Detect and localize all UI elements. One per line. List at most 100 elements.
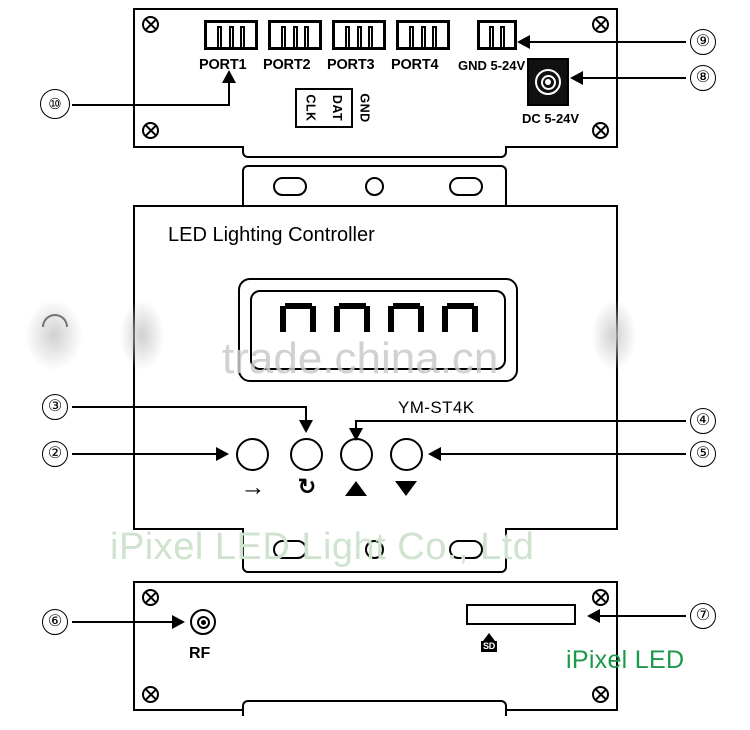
callout-7-arrowhead (587, 609, 600, 623)
callout-8-leader (580, 77, 686, 80)
segment-b (472, 306, 478, 332)
segment-a (393, 303, 420, 309)
callout-4-leader-horizontal (356, 420, 686, 423)
bracket-mount-slot-right (449, 177, 483, 196)
callout-10-arrowhead (222, 70, 236, 83)
dc-jack-center-pin (545, 79, 551, 85)
callout-2-leader (72, 453, 216, 456)
port-pin (240, 26, 246, 47)
callout-2-arrowhead (216, 447, 229, 461)
callout-10[interactable]: ⑩ (40, 89, 70, 119)
screw-hole-icon (142, 16, 159, 33)
callout-3-arrowhead (299, 420, 313, 433)
dc-jack-ring-inner (540, 74, 556, 90)
callout-6[interactable]: ⑥ (42, 609, 68, 635)
screw-hole-icon (592, 122, 609, 139)
port-pin (489, 26, 494, 47)
connector-port4[interactable] (396, 20, 450, 50)
button-down[interactable] (390, 438, 423, 471)
bottom-board (133, 581, 618, 711)
model-number-label: YM-ST4K (398, 398, 475, 417)
connector-power-terminal[interactable] (477, 20, 517, 50)
callout-6-leader (72, 621, 172, 624)
display-digit-4 (440, 303, 480, 351)
display-digit-3 (386, 303, 426, 351)
sd-label: SD (481, 641, 497, 652)
connector-port1[interactable] (204, 20, 258, 50)
lower-bracket-slot-left (273, 540, 307, 559)
port1-label: PORT1 (199, 57, 247, 73)
button-cycle[interactable] (290, 438, 323, 471)
port-pin (432, 26, 438, 47)
screw-hole-icon (592, 16, 609, 33)
bracket-mount-slot-left (273, 177, 307, 196)
mode-arrow-icon: → (240, 472, 266, 501)
watermark-arc-artifact (42, 314, 68, 327)
button-mode[interactable] (236, 438, 269, 471)
sd-insert-direction-icon (483, 633, 495, 641)
silkscreen-clk-label: CLK (303, 94, 318, 122)
power-terminal-label: GND 5-24V (458, 58, 526, 73)
display-digit-1 (278, 303, 318, 351)
callout-9[interactable]: ⑨ (690, 29, 716, 55)
triangle-down-icon (395, 480, 417, 496)
rf-connector-ring (196, 615, 210, 629)
button-up[interactable] (340, 438, 373, 471)
screw-hole-icon (592, 589, 609, 606)
seven-segment-display (278, 303, 480, 351)
callout-10-leader-vertical (228, 82, 231, 106)
sd-card-slot[interactable] (466, 604, 576, 625)
lower-bracket-slot-right (449, 540, 483, 559)
connector-port3[interactable] (332, 20, 386, 50)
callout-3[interactable]: ③ (42, 394, 68, 420)
port-pin (356, 26, 362, 47)
segment-b (418, 306, 424, 332)
segment-f (334, 306, 340, 332)
callout-8[interactable]: ⑧ (690, 65, 716, 91)
callout-5[interactable]: ⑤ (690, 441, 716, 467)
port-pin (304, 26, 310, 47)
callout-4[interactable]: ④ (690, 408, 716, 434)
screw-hole-icon (142, 686, 159, 703)
bottom-board-lip (242, 700, 507, 716)
screw-hole-icon (142, 122, 159, 139)
cycle-refresh-icon: ↻ (297, 474, 317, 499)
callout-3-leader-horizontal (72, 406, 307, 409)
bracket-mount-hole-center (365, 177, 384, 196)
connector-port2[interactable] (268, 20, 322, 50)
silkscreen-pinout-box: CLK DAT GND (295, 88, 372, 128)
callout-9-arrowhead (517, 35, 530, 49)
callout-7[interactable]: ⑦ (690, 603, 716, 629)
port-pin (216, 26, 222, 47)
top-board-lip (242, 146, 507, 158)
port-pin (280, 26, 286, 47)
segment-f (280, 306, 286, 332)
port-pin (228, 26, 234, 47)
port-pin (344, 26, 350, 47)
dc-jack-ring-outer (535, 69, 561, 95)
port-pin (292, 26, 298, 47)
segment-b (364, 306, 370, 332)
lower-bracket-hole-center (365, 540, 384, 559)
callout-4-leader-vertical (355, 420, 358, 430)
segment-a (447, 303, 474, 309)
segment-f (442, 306, 448, 332)
rf-connector-pin (200, 619, 206, 625)
dc-power-jack[interactable] (527, 58, 569, 106)
segment-a (285, 303, 312, 309)
callout-10-leader-horizontal (72, 104, 230, 107)
port3-label: PORT3 (327, 57, 375, 73)
port4-label: PORT4 (391, 57, 439, 73)
callout-7-leader (597, 615, 686, 618)
controller-title: LED Lighting Controller (168, 224, 375, 246)
callout-9-leader (527, 41, 686, 44)
callout-6-arrowhead (172, 615, 185, 629)
watermark-smudge (26, 300, 82, 370)
segment-a (339, 303, 366, 309)
port-pin (500, 26, 505, 47)
port-pin (368, 26, 374, 47)
rf-antenna-connector[interactable] (190, 609, 216, 635)
port2-label: PORT2 (263, 57, 311, 73)
callout-2[interactable]: ② (42, 441, 68, 467)
